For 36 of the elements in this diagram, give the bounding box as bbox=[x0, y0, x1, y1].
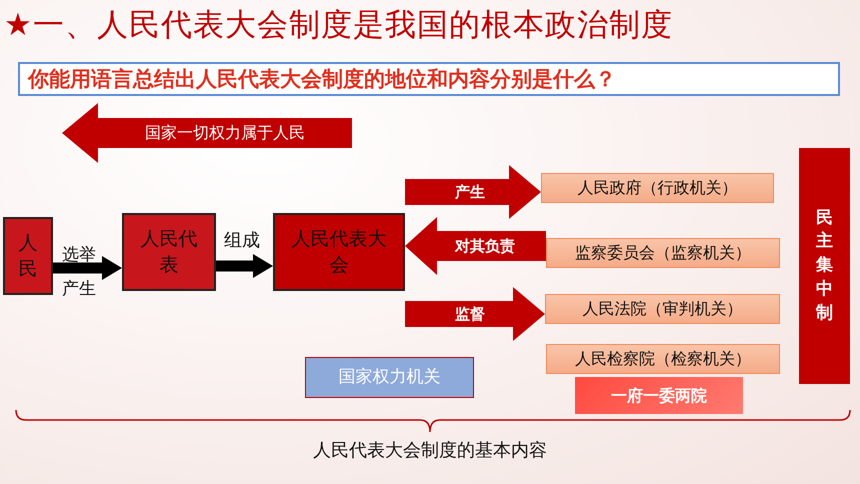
node-text: 人民代表 bbox=[140, 227, 198, 278]
slide-title: ★一、人民代表大会制度是我国的根本政治制度 bbox=[4, 6, 673, 45]
process-box bbox=[3, 217, 53, 295]
node-text: 人民政府（行政机关） bbox=[578, 177, 738, 199]
category-box bbox=[575, 377, 743, 414]
block-arrow bbox=[405, 165, 541, 219]
process-box bbox=[122, 213, 216, 291]
node-text: 民主集中制 bbox=[816, 206, 833, 325]
node-text: 一府一委两院 bbox=[611, 384, 707, 406]
vertical-banner bbox=[799, 148, 850, 384]
edge-label: 产生 bbox=[454, 182, 486, 203]
process-box bbox=[273, 213, 405, 291]
edge-label: 对其负责 bbox=[454, 236, 516, 257]
organ-box bbox=[546, 238, 780, 268]
edge-label: 选举产生 bbox=[61, 244, 97, 301]
edge-label: 监督 bbox=[454, 304, 486, 325]
node-text: 你能用语言总结出人民代表大会制度的地位和内容分别是什么？ bbox=[28, 66, 616, 93]
node-text: 人民 bbox=[18, 231, 38, 282]
node-text: 人民代表大会 bbox=[290, 227, 388, 278]
node-text: 监察委员会（监察机关） bbox=[575, 242, 751, 264]
block-arrow bbox=[62, 103, 352, 163]
edge-label: 组成 bbox=[223, 229, 261, 253]
bracket-caption: 人民代表大会制度的基本内容 bbox=[312, 439, 548, 462]
node-text: 国家一切权力属于人民 bbox=[145, 122, 305, 144]
organ-box bbox=[545, 294, 780, 324]
node-text: 人民法院（审判机关） bbox=[582, 298, 742, 320]
block-arrow bbox=[405, 217, 546, 275]
category-box bbox=[305, 357, 474, 398]
block-arrow bbox=[53, 256, 122, 280]
node-text: 国家权力机关 bbox=[338, 366, 440, 389]
block-arrow bbox=[216, 254, 273, 278]
organ-box bbox=[541, 173, 774, 203]
organ-box bbox=[546, 344, 780, 374]
node-text: 人民检察院（检察机关） bbox=[575, 348, 751, 370]
block-arrow bbox=[405, 287, 545, 341]
question-box bbox=[18, 62, 840, 96]
